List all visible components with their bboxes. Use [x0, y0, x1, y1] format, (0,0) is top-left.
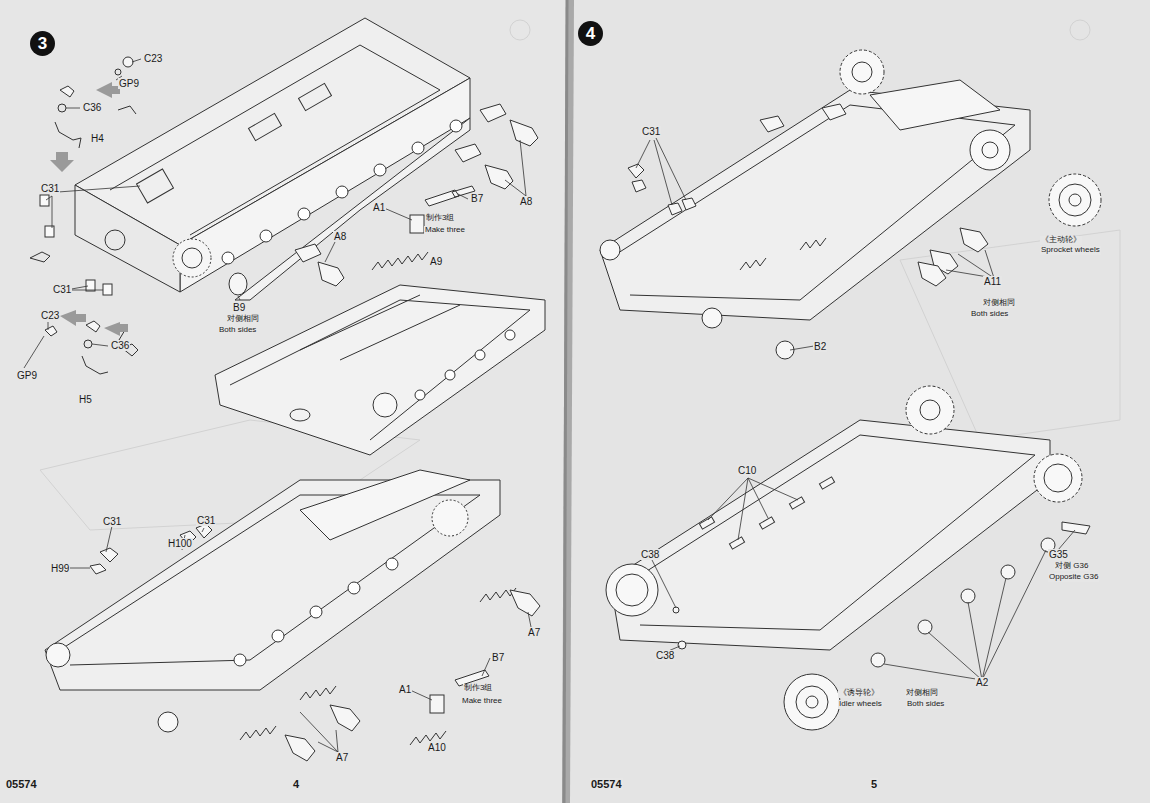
part-number: C36	[110, 340, 130, 351]
part-number: A1	[372, 202, 386, 213]
note-text: 《诱导轮》	[838, 689, 880, 698]
part-number: GP9	[118, 78, 140, 89]
step-badge: 3	[30, 31, 55, 56]
part-number: A9	[429, 256, 443, 267]
note-text: Both sides	[906, 700, 945, 709]
step-number: 3	[38, 34, 47, 54]
part-number: A2	[975, 677, 989, 688]
part-number: B2	[813, 341, 827, 352]
note-text: 制作3组	[463, 684, 493, 693]
part-number: C36	[82, 102, 102, 113]
step-badge: 4	[578, 21, 603, 46]
note-text: Both sides	[970, 310, 1009, 319]
part-number: B9	[232, 302, 246, 313]
note-text: 对侧相同	[226, 315, 260, 324]
part-number: C31	[52, 284, 72, 295]
note-text: Make three	[461, 697, 503, 706]
part-number: C31	[641, 126, 661, 137]
part-number: A8	[519, 196, 533, 207]
part-number: C23	[143, 53, 163, 64]
note-text: Sprocket wheels	[1040, 246, 1101, 255]
page-number: 05574	[5, 778, 38, 790]
note-text: 对侧相同	[982, 299, 1016, 308]
note-text: 《主动轮》	[1040, 236, 1082, 245]
part-number: C31	[40, 183, 60, 194]
step-number: 4	[586, 24, 595, 44]
part-number: H100	[167, 538, 193, 549]
part-number: C38	[655, 650, 675, 661]
part-number: C10	[737, 465, 757, 476]
part-number: A11	[983, 276, 1002, 287]
note-text: Idler wheels	[838, 700, 883, 709]
part-number: G35	[1048, 549, 1069, 560]
part-number: H4	[90, 133, 105, 144]
note-text: 对侧 G36	[1054, 562, 1089, 571]
note-text: 对侧相同	[905, 689, 939, 698]
part-number: C38	[640, 549, 660, 560]
part-number: H99	[50, 563, 70, 574]
page-number: 5	[870, 778, 878, 790]
page-number: 4	[292, 778, 300, 790]
part-number: A8	[333, 231, 347, 242]
part-number: A10	[427, 742, 447, 753]
right-page	[570, 0, 1150, 803]
part-number: C23	[40, 310, 60, 321]
part-number: B7	[470, 193, 484, 204]
part-number: A7	[527, 627, 541, 638]
part-number: B7	[491, 652, 505, 663]
left-page	[0, 0, 566, 803]
part-number: H5	[78, 394, 93, 405]
note-text: Both sides	[218, 326, 257, 335]
note-text: Opposite G36	[1048, 573, 1099, 582]
part-number: GP9	[16, 370, 38, 381]
part-number: A1	[398, 684, 412, 695]
part-number: C31	[102, 516, 122, 527]
note-text: 制作3组	[425, 214, 455, 223]
note-text: Make three	[424, 226, 466, 235]
part-number: A7	[335, 752, 349, 763]
part-number: C31	[196, 515, 216, 526]
page-number: 05574	[590, 778, 623, 790]
